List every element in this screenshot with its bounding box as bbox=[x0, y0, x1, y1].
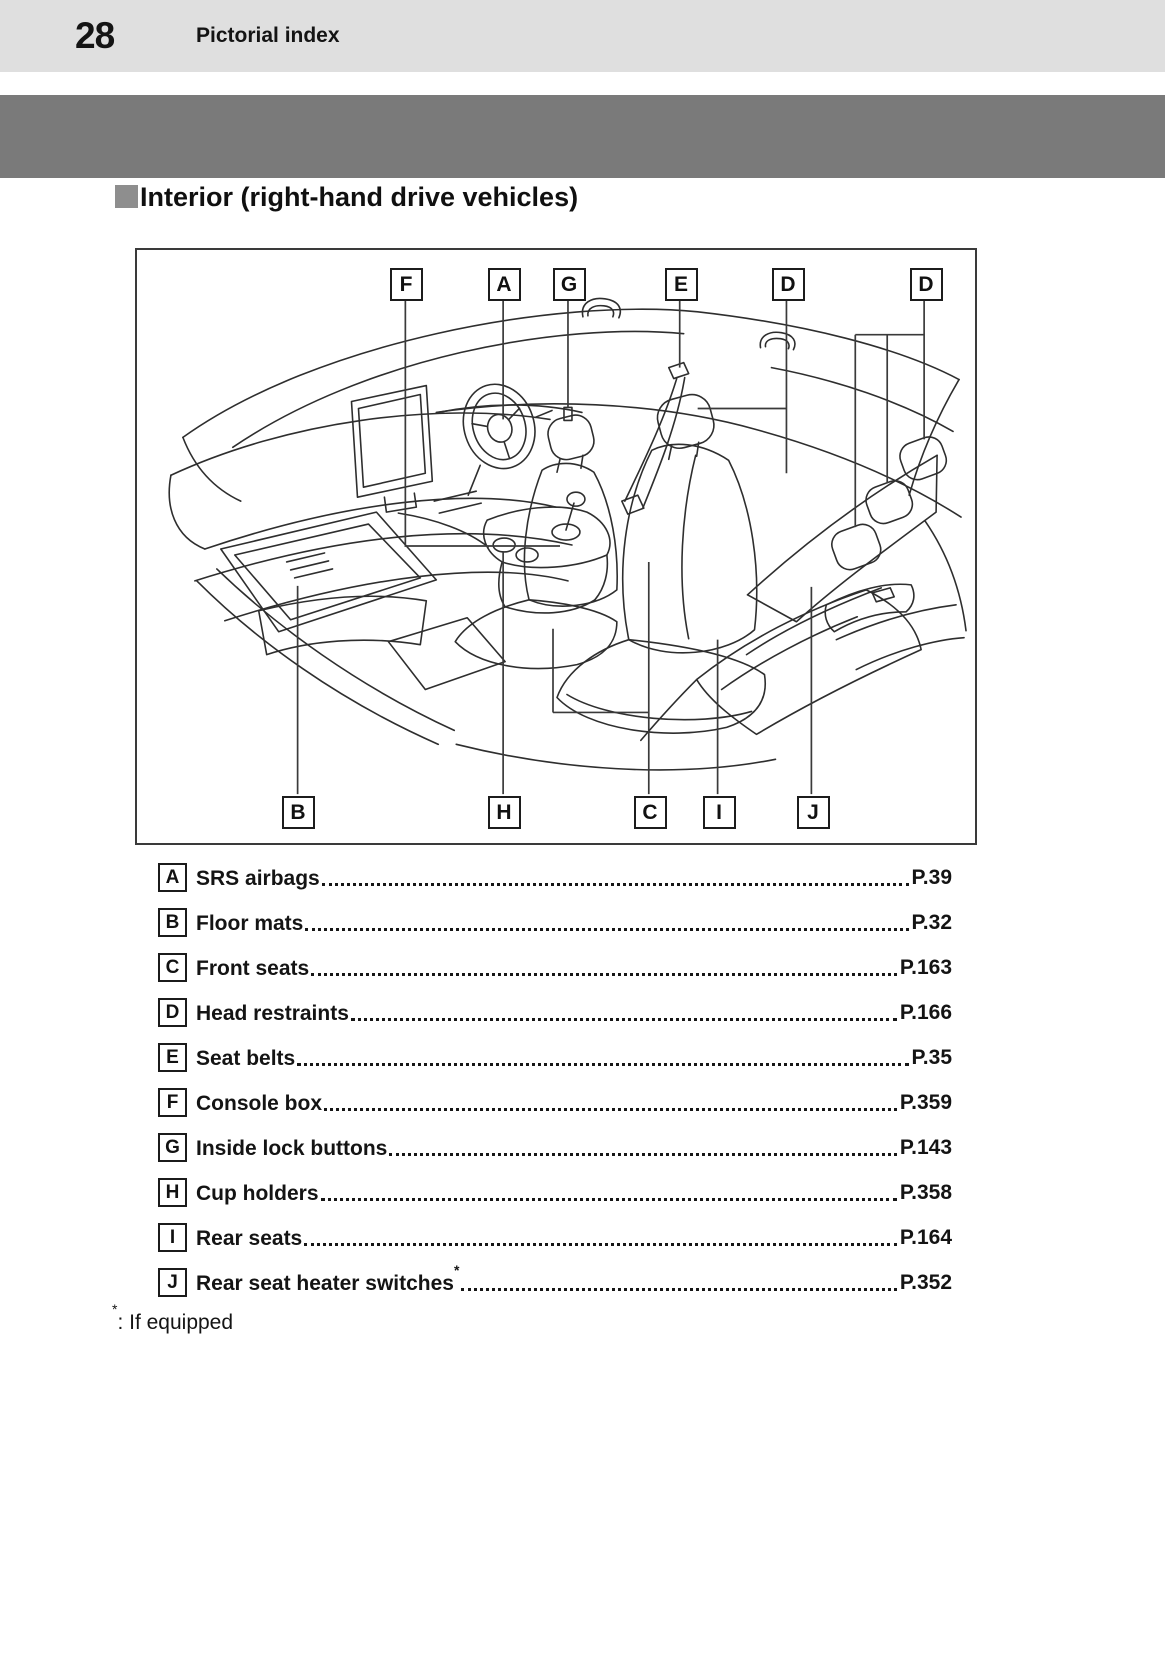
index-key-box: B bbox=[158, 908, 187, 937]
dotted-leader bbox=[311, 973, 897, 976]
dotted-leader bbox=[324, 1108, 897, 1111]
chapter-title: Pictorial index bbox=[196, 24, 340, 47]
index-item-label: SRS airbags bbox=[196, 867, 320, 890]
index-item-label: Inside lock buttons bbox=[196, 1137, 388, 1160]
index-row-F: F Console box P.359 bbox=[158, 1080, 952, 1125]
index-row-D: D Head restraints P.166 bbox=[158, 990, 952, 1035]
index-key-box: D bbox=[158, 998, 187, 1027]
dotted-leader bbox=[350, 1018, 897, 1021]
index-page-ref: P.163 bbox=[899, 955, 952, 979]
index-key-box: H bbox=[158, 1178, 187, 1207]
index-key-box: G bbox=[158, 1133, 187, 1162]
callout-label-D-5: D bbox=[909, 268, 943, 301]
callout-label-C-b-2: C bbox=[633, 796, 667, 829]
index-row-B: B Floor mats P.32 bbox=[158, 900, 952, 945]
section-heading: Interior (right-hand drive vehicles) bbox=[115, 182, 578, 213]
index-key-box: F bbox=[158, 1088, 187, 1117]
callout-label-D-4: D bbox=[771, 268, 805, 301]
index-row-G: G Inside lock buttons P.143 bbox=[158, 1125, 952, 1170]
callout-label-F-0: F bbox=[389, 268, 423, 301]
index-page-ref: P.352 bbox=[899, 1270, 952, 1294]
index-item-label: Cup holders bbox=[196, 1182, 319, 1205]
dotted-leader bbox=[321, 883, 909, 886]
page-number: 28 bbox=[75, 15, 115, 56]
index-item-label: Head restraints bbox=[196, 1002, 349, 1025]
chapter-color-band bbox=[0, 95, 1165, 178]
callout-label-H-b-1: H bbox=[487, 796, 521, 829]
index-page-ref: P.35 bbox=[911, 1045, 953, 1069]
index-item-label: Seat belts bbox=[196, 1047, 296, 1070]
footnote-marker-ref: * bbox=[453, 1262, 460, 1278]
index-row-H: H Cup holders P.358 bbox=[158, 1170, 952, 1215]
callout-label-I-b-3: I bbox=[702, 796, 736, 829]
index-page-ref: P.143 bbox=[899, 1135, 952, 1159]
index-item-label: Rear seats bbox=[196, 1227, 303, 1250]
index-key-box: C bbox=[158, 953, 187, 982]
index-row-C: C Front seats P.163 bbox=[158, 945, 952, 990]
index-row-J: J Rear seat heater switches* P.352 bbox=[158, 1260, 952, 1305]
footnote-marker: * bbox=[112, 1301, 118, 1317]
footnote-text: : If equipped bbox=[117, 1311, 234, 1334]
index-row-A: A SRS airbags P.39 bbox=[158, 855, 952, 900]
dotted-leader bbox=[297, 1063, 909, 1066]
index-item-label: Console box bbox=[196, 1092, 323, 1115]
dotted-leader bbox=[461, 1288, 897, 1291]
index-key-box: J bbox=[158, 1268, 187, 1297]
index-key-box: E bbox=[158, 1043, 187, 1072]
index-page-ref: P.359 bbox=[899, 1090, 952, 1114]
index-item-label: Rear seat heater switches* bbox=[196, 1262, 460, 1295]
callout-label-A-1: A bbox=[487, 268, 521, 301]
index-page-ref: P.358 bbox=[899, 1180, 952, 1204]
dotted-leader bbox=[320, 1198, 897, 1201]
index-key-box: A bbox=[158, 863, 187, 892]
index-row-E: E Seat belts P.35 bbox=[158, 1035, 952, 1080]
index-page-ref: P.164 bbox=[899, 1225, 952, 1249]
index-page-ref: P.166 bbox=[899, 1000, 952, 1024]
footnote: *: If equipped bbox=[112, 1301, 234, 1335]
callout-label-B-b-0: B bbox=[281, 796, 315, 829]
interior-illustration bbox=[168, 297, 967, 795]
pictorial-index-list: A SRS airbags P.39 B Floor mats P.32 C F… bbox=[158, 855, 952, 1305]
page-header: 28 Pictorial index bbox=[0, 0, 1165, 72]
heading-square-marker bbox=[115, 185, 138, 208]
dotted-leader bbox=[389, 1153, 897, 1156]
index-page-ref: P.39 bbox=[911, 865, 953, 889]
index-row-I: I Rear seats P.164 bbox=[158, 1215, 952, 1260]
index-item-label: Front seats bbox=[196, 957, 310, 980]
section-heading-text: Interior (right-hand drive vehicles) bbox=[140, 182, 579, 212]
index-page-ref: P.32 bbox=[911, 910, 953, 934]
callout-label-G-2: G bbox=[552, 268, 586, 301]
callout-label-J-b-4: J bbox=[796, 796, 830, 829]
callout-label-E-3: E bbox=[664, 268, 698, 301]
dotted-leader bbox=[305, 928, 909, 931]
callout-lines bbox=[296, 300, 925, 795]
index-key-box: I bbox=[158, 1223, 187, 1252]
index-item-label: Floor mats bbox=[196, 912, 304, 935]
dotted-leader bbox=[304, 1243, 897, 1246]
